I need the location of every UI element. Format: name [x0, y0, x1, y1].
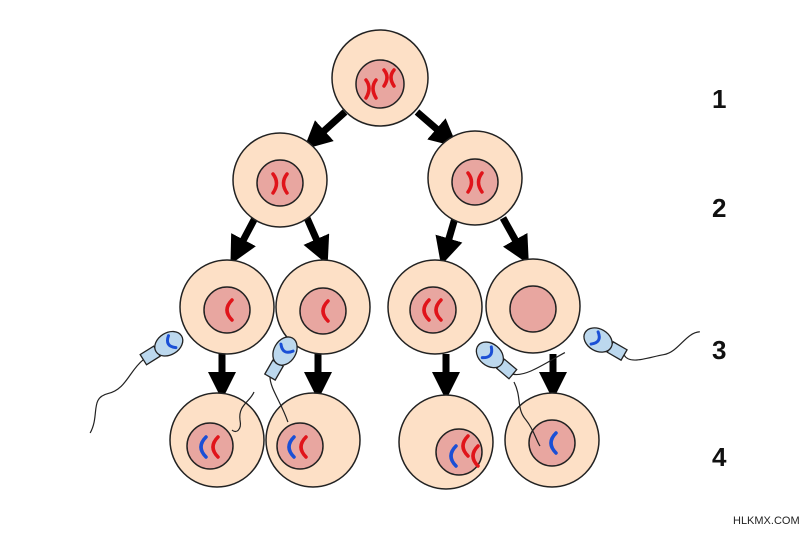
- sperm-tail: [513, 381, 541, 447]
- chromosome-icon: [422, 298, 443, 322]
- cell-row4-1: [169, 392, 265, 488]
- arrow-icon: [435, 217, 463, 266]
- chromosome-icon: [549, 431, 558, 455]
- chromosome-icon: [299, 435, 308, 459]
- cell-row4-4: [504, 392, 600, 488]
- nucleus-icon: [256, 159, 304, 207]
- arrows: [208, 109, 567, 400]
- sperm-tail: [231, 391, 255, 433]
- nucleus-icon: [186, 422, 234, 470]
- chromosome-icon: [449, 444, 458, 468]
- arrow-icon: [303, 109, 348, 150]
- row-label-1: 1: [712, 84, 726, 114]
- chromosome-icon: [211, 435, 220, 459]
- sperm-icon: [583, 327, 700, 362]
- nucleus-icon: [435, 428, 483, 476]
- chromosome-icon: [364, 68, 396, 100]
- cell-row4-2: [265, 392, 361, 488]
- row-label-4: 4: [712, 442, 727, 472]
- row-label-2: 2: [712, 193, 726, 223]
- chromosome-icon: [271, 172, 289, 195]
- arrow-icon: [414, 109, 458, 148]
- cell-row1: [331, 29, 429, 127]
- nucleus-icon: [509, 285, 557, 333]
- arrow-icon: [303, 216, 330, 265]
- sperm-icon: [89, 330, 184, 434]
- sperm-icon: [475, 341, 566, 380]
- row-label-3: 3: [712, 335, 726, 365]
- chromosome-icon: [199, 435, 208, 459]
- chromosome-icon: [461, 434, 470, 458]
- cell-row2-left: [232, 132, 328, 228]
- arrow-icon: [230, 216, 259, 265]
- cell-row2-right: [427, 130, 523, 226]
- chromosome-icon: [321, 299, 330, 323]
- nucleus-icon: [409, 286, 457, 334]
- cell-row3-3: [387, 259, 483, 355]
- cell-row3-4: [485, 258, 581, 354]
- cell-row3-2: [275, 259, 371, 355]
- nucleus-icon: [451, 158, 499, 206]
- chromosome-icon: [466, 171, 484, 194]
- cell-row3-1: [179, 259, 275, 355]
- chromosome-icon: [471, 444, 480, 468]
- arrow-icon: [499, 216, 529, 265]
- chromosome-icon: [287, 435, 296, 459]
- sperm-icon: [263, 336, 298, 423]
- watermark: HLKMX.COM: [733, 515, 800, 527]
- cell-row4-3: [398, 394, 494, 490]
- chromosome-icon: [225, 298, 234, 322]
- nucleus-icon: [355, 59, 405, 109]
